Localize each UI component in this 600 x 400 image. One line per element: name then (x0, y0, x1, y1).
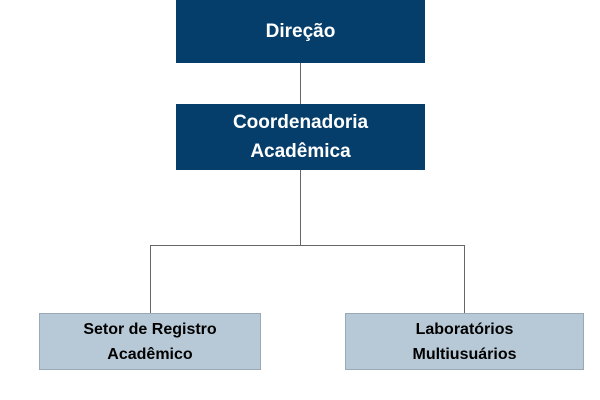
node-laboratorios-multiusuarios-label: Laboratórios Multiusuários (412, 320, 517, 363)
node-direcao: Direção (176, 0, 425, 63)
node-coordenadoria-academica: Coordenadoria Acadêmica (176, 104, 425, 170)
node-setor-de-registro-academico: Setor de Registro Acadêmico (39, 313, 261, 370)
node-coordenadoria-academica-label: Coordenadoria Acadêmica (232, 112, 369, 162)
node-setor-de-registro-academico-label: Setor de Registro Acadêmico (83, 320, 217, 363)
node-direcao-label: Direção (265, 21, 336, 42)
node-laboratorios-multiusuarios: Laboratórios Multiusuários (345, 313, 584, 370)
